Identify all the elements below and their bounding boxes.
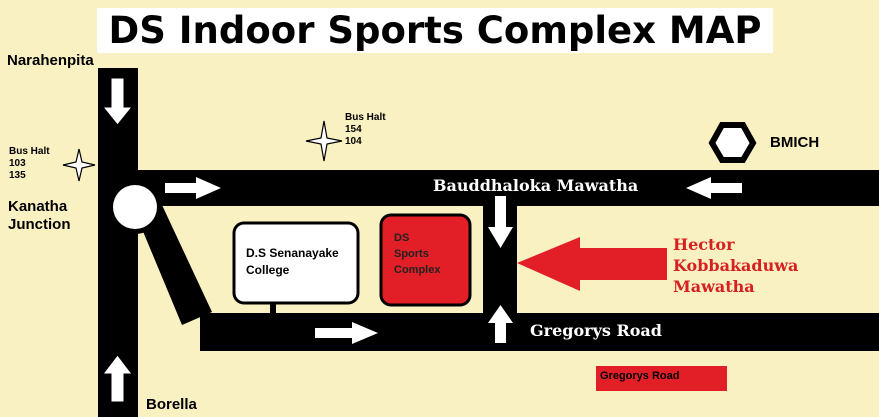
diagonal-road (132, 205, 212, 325)
arrow-right-icon (165, 177, 221, 199)
bauddhaloka-label: Bauddhaloka Mawatha (433, 176, 639, 195)
bmich-label: BMICH (770, 134, 820, 151)
borella-label: Borella (146, 396, 197, 413)
kanatha-junction-label: Kanatha Junction (8, 198, 71, 233)
arrow-up-icon (488, 305, 513, 343)
bus-route: 104 (345, 136, 362, 147)
sports-complex-label: DS Sports Complex (394, 232, 441, 276)
title-box: DS Indoor Sports Complex MAP (97, 8, 773, 53)
bus-route: 103 (9, 158, 26, 169)
college-building (232, 221, 360, 305)
bus-route: 154 (345, 124, 362, 135)
page-title: DS Indoor Sports Complex MAP (108, 9, 762, 52)
college-label: D.S Senanayake College (246, 246, 339, 278)
hector-label: Hector Kobbakaduwa Mawatha (673, 235, 799, 296)
college-connector (270, 302, 276, 316)
bus-halt-top: Bus Halt 154 104 (345, 112, 386, 148)
bmich-hexagon-icon (708, 122, 757, 163)
gregorys-label: Gregorys Road (530, 321, 662, 340)
bus-halt-label: Bus Halt (9, 146, 50, 157)
arrow-right-icon (315, 322, 378, 344)
bus-halt-left: Bus Halt 103 135 (9, 146, 50, 182)
roundabout-center (113, 185, 157, 229)
bus-halt-star-icon (62, 148, 96, 182)
bus-route: 135 (9, 170, 26, 181)
legend-box (596, 366, 727, 391)
arrow-down-icon (488, 196, 513, 248)
legend-label: Gregorys Road (600, 370, 680, 382)
gregorys-road (200, 313, 879, 351)
arrow-down-icon (101, 77, 134, 126)
red-arrow-icon (517, 237, 667, 291)
sports-complex-building (379, 213, 472, 307)
bus-halt-star-icon (305, 120, 343, 162)
arrow-up-icon (101, 354, 134, 403)
bus-halt-label: Bus Halt (345, 112, 386, 123)
arrow-left-icon (686, 177, 742, 199)
narahenpita-label: Narahenpita (7, 52, 94, 69)
